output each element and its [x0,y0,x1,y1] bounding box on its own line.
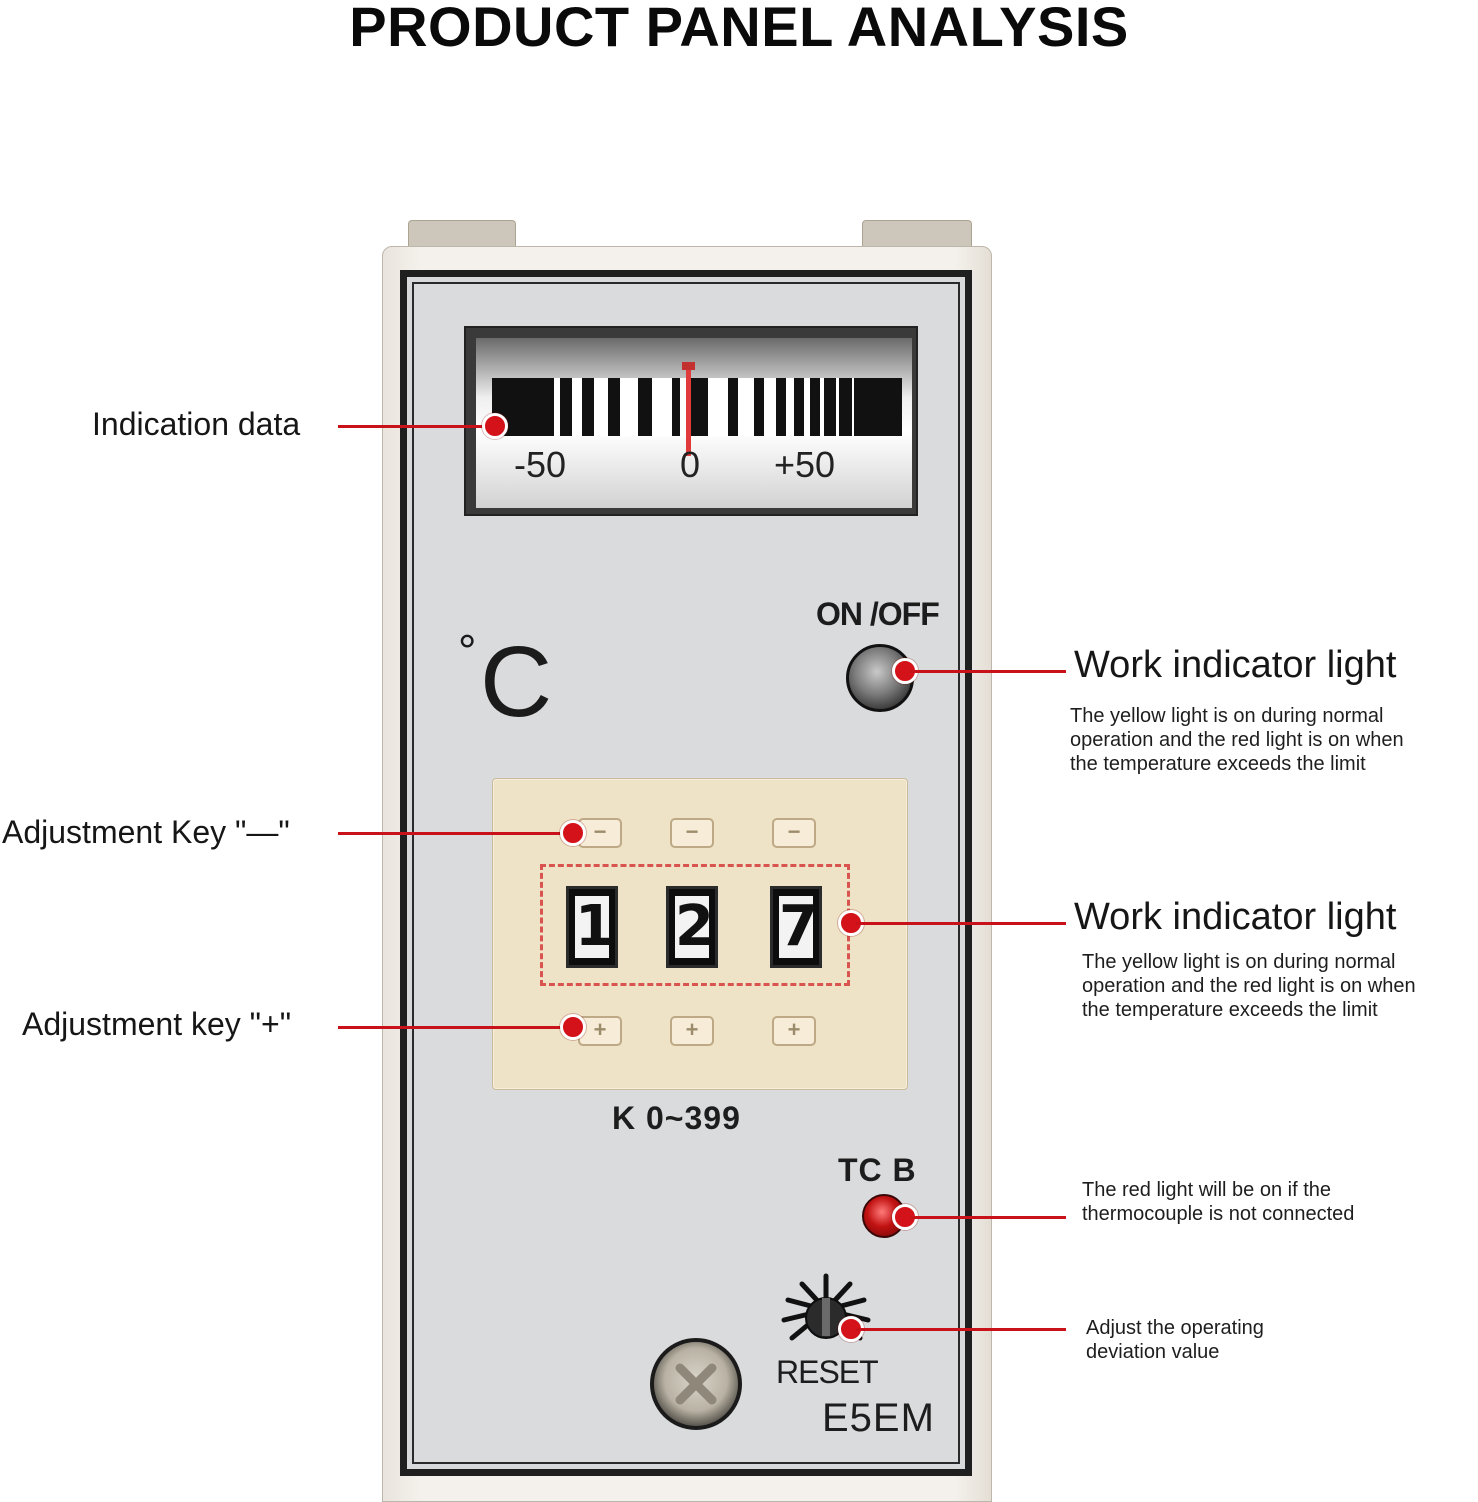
desc-line: thermocouple is not connected [1082,1203,1355,1225]
callout-minus-key-title: Adjustment Key "—" [2,814,290,850]
meter-scale-right: +50 [774,444,836,485]
digit-highlight-box [540,864,850,986]
plus-key-2[interactable]: + [670,1016,714,1046]
desc-line: operation and the red light is on when [1070,729,1404,751]
callout-reset-line [856,1328,1066,1331]
callout-work-light-2-line [856,922,1066,925]
plus-key-3[interactable]: + [772,1016,816,1046]
callout-minus-key-line [338,832,574,835]
callout-work-light-1-desc: The yellow light is on during normal ope… [1070,704,1404,776]
tcb-label: TC B [838,1152,917,1188]
deviation-meter [476,338,912,508]
digit-hundreds: 1 [575,894,614,959]
callout-tcb-desc: The red light will be on if the thermoco… [1082,1178,1354,1226]
meter-scale-center: 0 [680,444,701,485]
callout-tcb-line [910,1216,1066,1219]
callout-plus-key-line [338,1026,574,1029]
callout-indication-dot [482,413,508,439]
unit-celsius-letter: C [480,626,553,738]
minus-key-2[interactable]: − [670,818,714,848]
callout-reset-desc: Adjust the operating deviation value [1086,1316,1264,1364]
callout-indication-title: Indication data [92,406,301,442]
meter-scale-left: -50 [514,444,567,485]
range-label: K 0~399 [612,1100,741,1136]
unit-degree-symbol: ° [458,625,477,677]
desc-line: The red light will be on if the [1082,1179,1332,1201]
onoff-label: ON /OFF [816,596,940,632]
desc-line: The yellow light is on during normal [1082,951,1396,973]
minus-key-3[interactable]: − [772,818,816,848]
digit-window-1: 1 [566,886,618,968]
desc-line: the temperature exceeds the limit [1070,753,1366,775]
callout-indication-line [338,425,494,428]
digit-window-3: 7 [770,886,822,968]
meter-needle [686,366,691,456]
callout-plus-key-title: Adjustment key "+" [22,1006,292,1042]
callout-minus-key-dot [560,820,586,846]
digit-tens: 2 [675,894,714,959]
callout-work-light-2-title: Work indicator light [1074,896,1397,938]
reset-label: RESET [776,1354,879,1390]
callout-work-light-2-desc: The yellow light is on during normal ope… [1082,950,1416,1022]
desc-line: Adjust the operating [1086,1317,1264,1339]
desc-line: operation and the red light is on when [1082,975,1416,997]
desc-line: the temperature exceeds the limit [1082,999,1378,1021]
desc-line: The yellow light is on during normal [1070,705,1384,727]
meter-scale-graphic [492,362,902,456]
callout-work-light-1-title: Work indicator light [1074,644,1397,686]
page-title: PRODUCT PANEL ANALYSIS [349,0,1129,58]
model-label: E5EM [822,1396,935,1440]
reset-knob-icon[interactable] [776,1270,886,1360]
mounting-screw [650,1338,742,1430]
callout-work-light-1-line [910,670,1066,673]
desc-line: deviation value [1086,1341,1220,1363]
callout-plus-key-dot [560,1014,586,1040]
digit-ones: 7 [779,894,818,959]
digit-window-2: 2 [666,886,718,968]
